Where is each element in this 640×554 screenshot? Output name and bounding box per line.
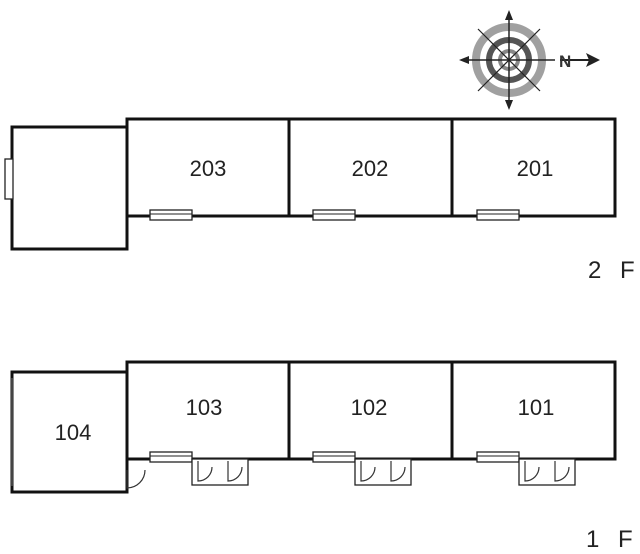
room-202 <box>287 117 454 218</box>
room-label-104: 104 <box>55 420 92 445</box>
second-floor <box>4 117 617 251</box>
entrance-mark-201 <box>476 209 520 221</box>
compass-icon <box>459 10 600 110</box>
window-mark-102 <box>312 451 356 463</box>
window-mark-103 <box>149 451 193 463</box>
room-label-102: 102 <box>351 395 388 420</box>
room-label-202: 202 <box>352 156 389 181</box>
room-101 <box>450 360 617 461</box>
room-201 <box>450 117 617 218</box>
first-floor <box>10 360 617 494</box>
entrance-doors-102 <box>354 458 412 486</box>
room-104 <box>10 370 129 494</box>
window-mark-101 <box>476 451 520 463</box>
room-label-201: 201 <box>517 156 554 181</box>
entrance-doors-103 <box>191 458 249 486</box>
entrance-mark-203 <box>149 209 193 221</box>
room-label-103: 103 <box>186 395 223 420</box>
room-label-203: 203 <box>190 156 227 181</box>
door-swing-104 <box>126 469 146 489</box>
north-letter: N <box>559 52 571 71</box>
stair-landing-2f <box>10 125 129 251</box>
room-label-101: 101 <box>518 395 555 420</box>
room-102 <box>287 360 454 461</box>
floor-label-1f: 1 F <box>586 526 639 553</box>
north-arrow-icon <box>586 53 600 67</box>
entrance-mark-202 <box>312 209 356 221</box>
stair-window <box>4 158 14 200</box>
floor-label-2f: 2 F <box>588 257 640 284</box>
entrance-doors-101 <box>518 458 576 486</box>
